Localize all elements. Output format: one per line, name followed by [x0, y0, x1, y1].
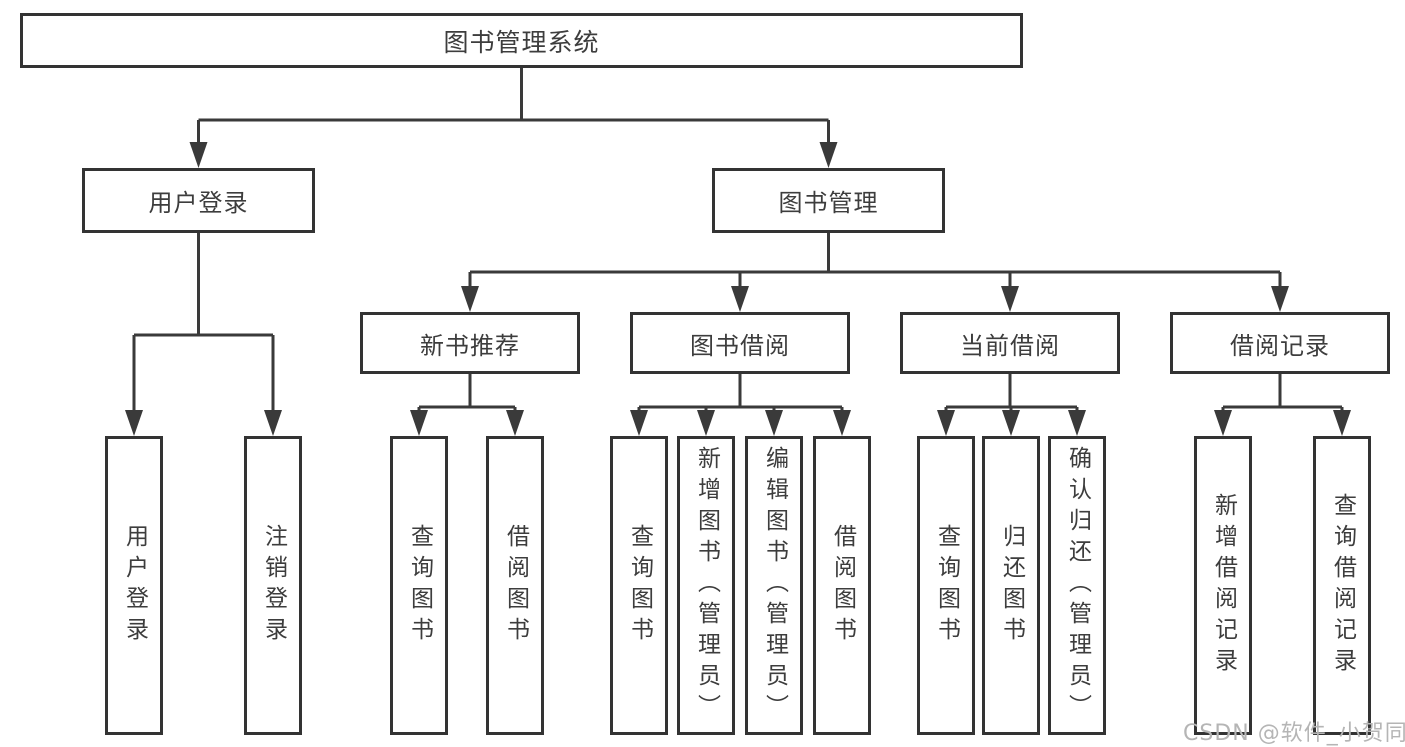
node-label: 用户登录	[148, 189, 249, 217]
node-new-book-recommend: 新书推荐	[360, 312, 580, 374]
connector-book-management-children	[468, 233, 1282, 288]
node-label: 借阅图书	[502, 523, 529, 648]
arrow-to-leaf-logout	[264, 410, 282, 436]
leaf-borrow-books-2: 借阅图书	[813, 436, 871, 735]
connector-current-borrowing-children	[944, 374, 1079, 412]
arrow-to-leaf-add-record	[1214, 410, 1232, 436]
node-label: 借阅记录	[1230, 331, 1330, 360]
node-label: 新增借阅记录	[1210, 492, 1237, 679]
node-label: 图书管理系统	[443, 27, 600, 57]
arrow-to-leaf-query-books-1	[410, 410, 428, 436]
node-current-borrowing: 当前借阅	[900, 312, 1120, 374]
arrow-to-leaf-borrow-books-1	[506, 410, 524, 436]
node-label: 新书推荐	[420, 331, 520, 360]
arrow-to-user-login	[189, 142, 208, 168]
node-book-management: 图书管理	[712, 168, 945, 233]
leaf-query-borrow-record: 查询借阅记录	[1313, 436, 1371, 735]
leaf-query-books-2: 查询图书	[610, 436, 668, 735]
node-label: 查询图书	[406, 523, 433, 648]
arrow-to-book-management	[819, 142, 838, 168]
leaf-confirm-return-admin: 确认归还（管理员）	[1048, 436, 1106, 735]
arrow-to-borrowing-records	[1271, 286, 1289, 312]
connector-borrowing-records-children	[1221, 374, 1344, 412]
connector-user-login-children	[132, 233, 275, 412]
node-label: 借阅图书	[829, 523, 856, 648]
node-label: 编辑图书（管理员）	[761, 446, 788, 725]
node-book-borrowing: 图书借阅	[630, 312, 850, 374]
leaf-add-books-admin: 新增图书（管理员）	[677, 436, 735, 735]
arrow-to-leaf-query-books-2	[630, 410, 648, 436]
leaf-user-login: 用户登录	[105, 436, 163, 735]
leaf-logout: 注销登录	[244, 436, 302, 735]
arrowheads	[125, 142, 1351, 436]
leaf-query-books-3: 查询图书	[917, 436, 975, 735]
node-user-login: 用户登录	[82, 168, 315, 233]
connector-root-to-level2	[197, 68, 830, 144]
arrow-to-leaf-add-books	[697, 410, 715, 436]
node-label: 用户登录	[121, 523, 148, 648]
node-label: 查询图书	[626, 523, 653, 648]
leaf-return-books: 归还图书	[982, 436, 1040, 735]
node-label: 图书借阅	[690, 331, 790, 360]
arrow-to-leaf-edit-books	[765, 410, 783, 436]
arrow-to-leaf-query-books-3	[937, 410, 955, 436]
arrow-to-leaf-confirm-return	[1068, 410, 1086, 436]
node-borrowing-records: 借阅记录	[1170, 312, 1390, 374]
arrow-to-leaf-user-login	[125, 410, 143, 436]
node-library-system: 图书管理系统	[20, 13, 1023, 68]
node-label: 当前借阅	[960, 331, 1060, 360]
node-label: 确认归还（管理员）	[1064, 446, 1091, 725]
leaf-add-borrow-record: 新增借阅记录	[1194, 436, 1252, 735]
leaf-edit-books-admin: 编辑图书（管理员）	[745, 436, 803, 735]
leaf-query-books-1: 查询图书	[390, 436, 448, 735]
node-label: 新增图书（管理员）	[693, 446, 720, 725]
node-label: 查询图书	[933, 523, 960, 648]
arrow-to-leaf-borrow-books-2	[833, 410, 851, 436]
node-label: 图书管理	[778, 189, 879, 217]
arrow-to-book-borrowing	[731, 286, 749, 312]
arrow-to-current-borrowing	[1001, 286, 1019, 312]
arrow-to-new-book-recommend	[461, 286, 479, 312]
node-label: 注销登录	[260, 523, 287, 648]
arrow-to-leaf-query-record	[1333, 410, 1351, 436]
connector-book-borrowing-children	[637, 374, 844, 412]
connector-new-book-recommend-children	[417, 374, 517, 412]
csdn-watermark: CSDN @软件_小贺同学	[1183, 721, 1405, 746]
leaf-borrow-books-1: 借阅图书	[486, 436, 544, 735]
node-label: 查询借阅记录	[1329, 492, 1356, 679]
node-label: 归还图书	[998, 523, 1025, 648]
arrow-to-leaf-return-books	[1002, 410, 1020, 436]
